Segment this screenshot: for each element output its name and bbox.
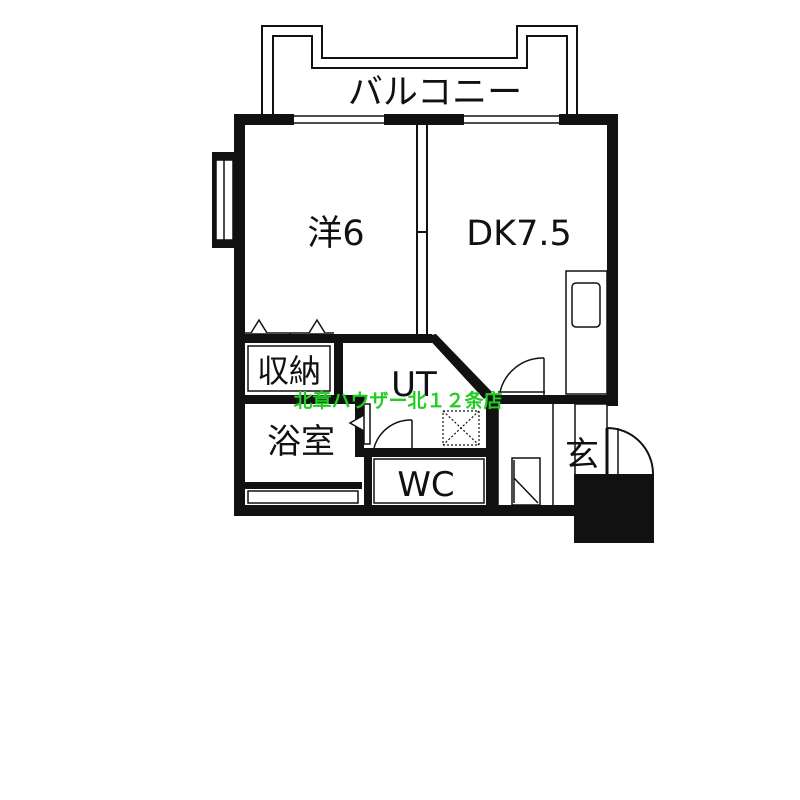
watermark-text: 北章ハウザー北１２条店 xyxy=(293,389,502,412)
ut-diagonal-wall xyxy=(426,334,492,399)
wc-box xyxy=(373,458,485,504)
entrance-door xyxy=(574,403,654,476)
utility-label: UT xyxy=(391,365,437,405)
closet-doors xyxy=(245,318,334,343)
kitchen-counter xyxy=(565,270,608,395)
western-room-label: 洋6 xyxy=(307,214,364,254)
closet-label: 収納 xyxy=(257,352,321,390)
shoe-cabinet xyxy=(497,404,554,506)
closet-box xyxy=(247,345,331,392)
bath-door xyxy=(348,403,371,445)
balcony-label: バルコニー xyxy=(348,73,522,113)
toilet-label: WC xyxy=(397,465,454,505)
bathtub-edge xyxy=(247,490,359,504)
balcony-railing xyxy=(261,25,578,116)
entrance-label: 玄 xyxy=(565,435,599,475)
room-partition xyxy=(416,125,428,338)
exterior-walls xyxy=(234,114,618,516)
bathroom-label: 浴室 xyxy=(267,422,335,462)
side-window xyxy=(212,152,236,248)
washer-box xyxy=(442,410,480,446)
balcony-windows xyxy=(294,115,559,124)
ut-door xyxy=(498,357,545,399)
interior-walls xyxy=(245,334,618,505)
dk-label: DK7.5 xyxy=(466,214,572,254)
entry-column xyxy=(574,474,654,543)
wc-door xyxy=(373,419,413,449)
